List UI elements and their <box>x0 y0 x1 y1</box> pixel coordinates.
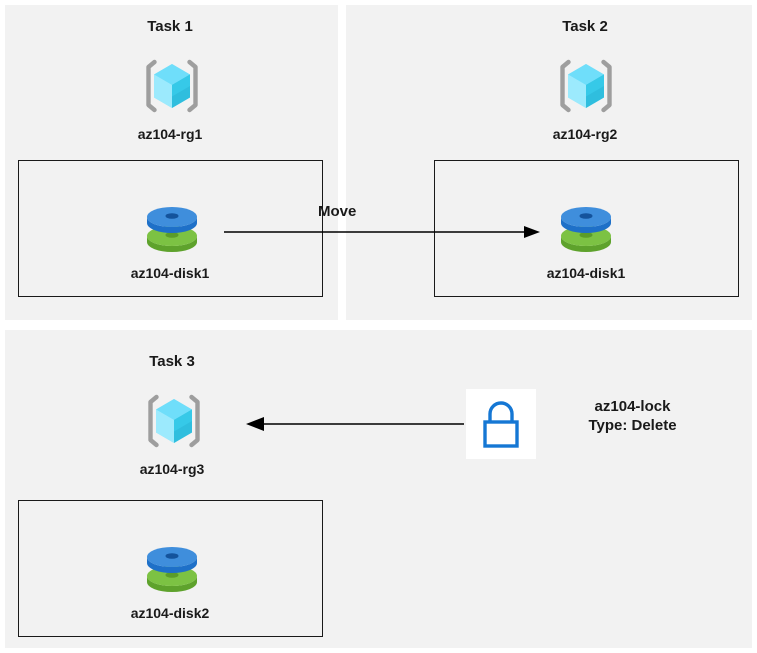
resource-group-icon <box>140 54 204 118</box>
disk-icon <box>143 198 201 256</box>
task-title-2: Task 2 <box>562 18 608 35</box>
resource-group-label-rg3: az104-rg3 <box>139 461 205 477</box>
disk-label-disk1-source: az104-disk1 <box>130 265 210 281</box>
lock-label: az104-lock Type: Delete <box>588 398 677 434</box>
resource-group-label-rg1: az104-rg1 <box>137 126 203 142</box>
resource-group-icon <box>554 54 618 118</box>
task-title-3: Task 3 <box>149 353 195 370</box>
resource-group-icon <box>142 389 206 453</box>
edge-label-move: Move <box>318 203 357 220</box>
resource-group-label-rg2: az104-rg2 <box>552 126 618 142</box>
resource-container-rg1 <box>18 160 323 297</box>
disk-icon <box>557 198 615 256</box>
task-title-1: Task 1 <box>147 18 193 35</box>
disk-label-disk2: az104-disk2 <box>130 605 210 621</box>
disk-label-disk1-target: az104-disk1 <box>546 265 626 281</box>
disk-icon <box>143 538 201 596</box>
lock-icon <box>466 389 536 459</box>
